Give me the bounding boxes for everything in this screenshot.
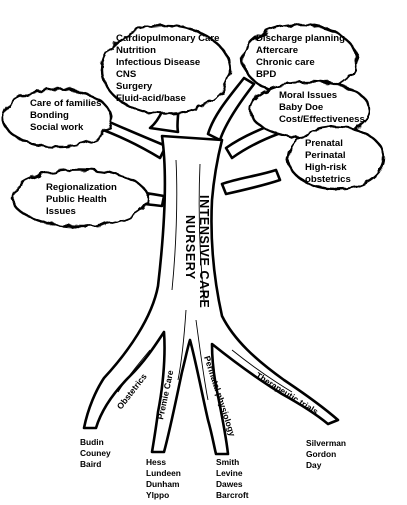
cloud-discharge-item: Aftercare (256, 45, 298, 56)
cloud-moral-text: Moral Issues Baby Doe Cost/Effectiveness (279, 90, 365, 125)
name-item: Ylppo (146, 490, 169, 500)
cloud-perinatal-item: Perinatal (305, 150, 346, 161)
cloud-regional-item: Issues (46, 206, 76, 217)
cloud-medical-text: Cardiopulmonary Care Nutrition Infectiou… (116, 33, 219, 104)
trunk-and-roots (82, 134, 340, 456)
names-perinatal-physiology: Smith Levine Dawes Barcroft (216, 457, 249, 500)
cloud-medical-item: CNS (116, 69, 137, 80)
name-item: Smith (216, 457, 239, 467)
names-premie-care: Hess Lundeen Dunham Ylppo (146, 457, 181, 500)
name-item: Budin (80, 437, 104, 447)
root-label-therapeutic-trials: Therapeutic trials (254, 370, 320, 417)
cloud-discharge-text: Discharge planning Aftercare Chronic car… (256, 33, 345, 80)
trunk (82, 134, 340, 456)
trunk-label-line1: INTENSIVE CARE (197, 195, 211, 308)
name-item: Barcroft (216, 490, 249, 500)
foliage-clouds (1, 23, 386, 228)
name-item: Silverman (306, 438, 346, 448)
name-item: Baird (80, 459, 101, 469)
cloud-perinatal-item: Prenatal (305, 138, 343, 149)
name-item: Day (306, 460, 322, 470)
cloud-regional-text: Regionalization Public Health Issues (46, 182, 117, 217)
cloud-family-text: Care of families Bonding Social work (30, 98, 101, 133)
cloud-family (1, 87, 113, 149)
cloud-perinatal-item: obstetrics (305, 174, 351, 185)
names-obstetrics: Budin Couney Baird (80, 437, 111, 469)
name-item: Couney (80, 448, 111, 458)
cloud-regional-item: Regionalization (46, 182, 117, 193)
cloud-regional-item: Public Health (46, 194, 107, 205)
cloud-medical (100, 24, 232, 116)
cloud-family-item: Bonding (30, 110, 69, 121)
cloud-medical-item: Nutrition (116, 45, 156, 56)
cloud-moral-item: Baby Doe (279, 102, 323, 113)
name-item: Dawes (216, 479, 243, 489)
cloud-medical-item: Cardiopulmonary Care (116, 33, 219, 44)
cloud-perinatal (286, 125, 386, 191)
name-item: Levine (216, 468, 243, 478)
cloud-discharge-item: Chronic care (256, 57, 315, 68)
cloud-regional (10, 168, 150, 228)
cloud-family-item: Care of families (30, 98, 101, 109)
name-item: Dunham (146, 479, 180, 489)
cloud-discharge-item: Discharge planning (256, 33, 345, 44)
cloud-medical-item: Fluid-acid/base (116, 93, 186, 104)
cloud-family-item: Social work (30, 122, 84, 133)
bark-texture (117, 159, 293, 401)
cloud-medical-item: Infectious Disease (116, 57, 200, 68)
cloud-moral-item: Cost/Effectiveness (279, 114, 365, 125)
names-therapeutic-trials: Silverman Gordon Day (306, 438, 346, 470)
cloud-moral-item: Moral Issues (279, 90, 337, 101)
name-item: Hess (146, 457, 166, 467)
name-item: Lundeen (146, 468, 181, 478)
cloud-perinatal-text: Prenatal Perinatal High-risk obstetrics (305, 138, 351, 185)
name-item: Gordon (306, 449, 336, 459)
trunk-label-line2: NURSERY (183, 215, 197, 280)
cloud-perinatal-item: High-risk (305, 162, 347, 173)
cloud-discharge-item: BPD (256, 69, 276, 80)
cloud-medical-item: Surgery (116, 81, 153, 92)
